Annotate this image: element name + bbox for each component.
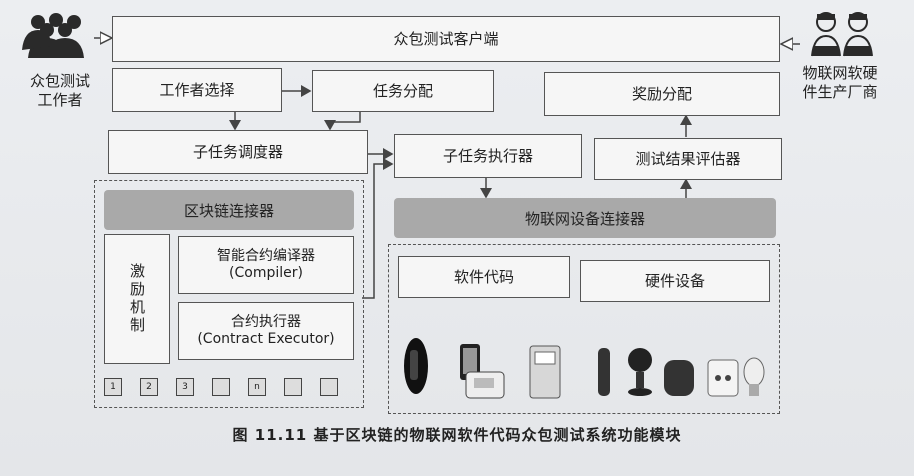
vendors-label: 物联网软硬 件生产厂商	[802, 64, 878, 101]
iot-group	[388, 244, 780, 414]
client-box: 众包测试客户端	[112, 16, 780, 62]
result-evaluator-box: 测试结果评估器	[594, 138, 782, 180]
workers-label: 众包测试 工作者	[29, 72, 90, 109]
block-cube	[284, 378, 302, 396]
subtask-scheduler-box: 子任务调度器	[108, 130, 368, 174]
figure-caption: 图 11.11 基于区块链的物联网软件代码众包测试系统功能模块	[232, 426, 682, 444]
contract-executor-box: 合约执行器 (Contract Executor)	[178, 302, 354, 360]
compiler-box: 智能合约编译器 (Compiler)	[178, 236, 354, 294]
incentive-box: 激励机制	[104, 234, 170, 364]
iot-connector: 物联网设备连接器	[394, 198, 776, 238]
block-cube	[212, 378, 230, 396]
subtask-executor-box: 子任务执行器	[394, 134, 582, 178]
incentive-label: 激励机制	[128, 263, 146, 335]
worker-select-box: 工作者选择	[112, 68, 282, 112]
block-cube: 1	[104, 378, 122, 396]
block-cube	[320, 378, 338, 396]
reward-assign-box: 奖励分配	[544, 72, 780, 116]
blockchain-connector: 区块链连接器	[104, 190, 354, 230]
blockchain-group	[94, 180, 364, 408]
software-code-box: 软件代码	[398, 256, 570, 298]
block-cube: 3	[176, 378, 194, 396]
hardware-device-box: 硬件设备	[580, 260, 770, 302]
block-cube: n	[248, 378, 266, 396]
task-assign-box: 任务分配	[312, 70, 494, 112]
block-cube: 2	[140, 378, 158, 396]
